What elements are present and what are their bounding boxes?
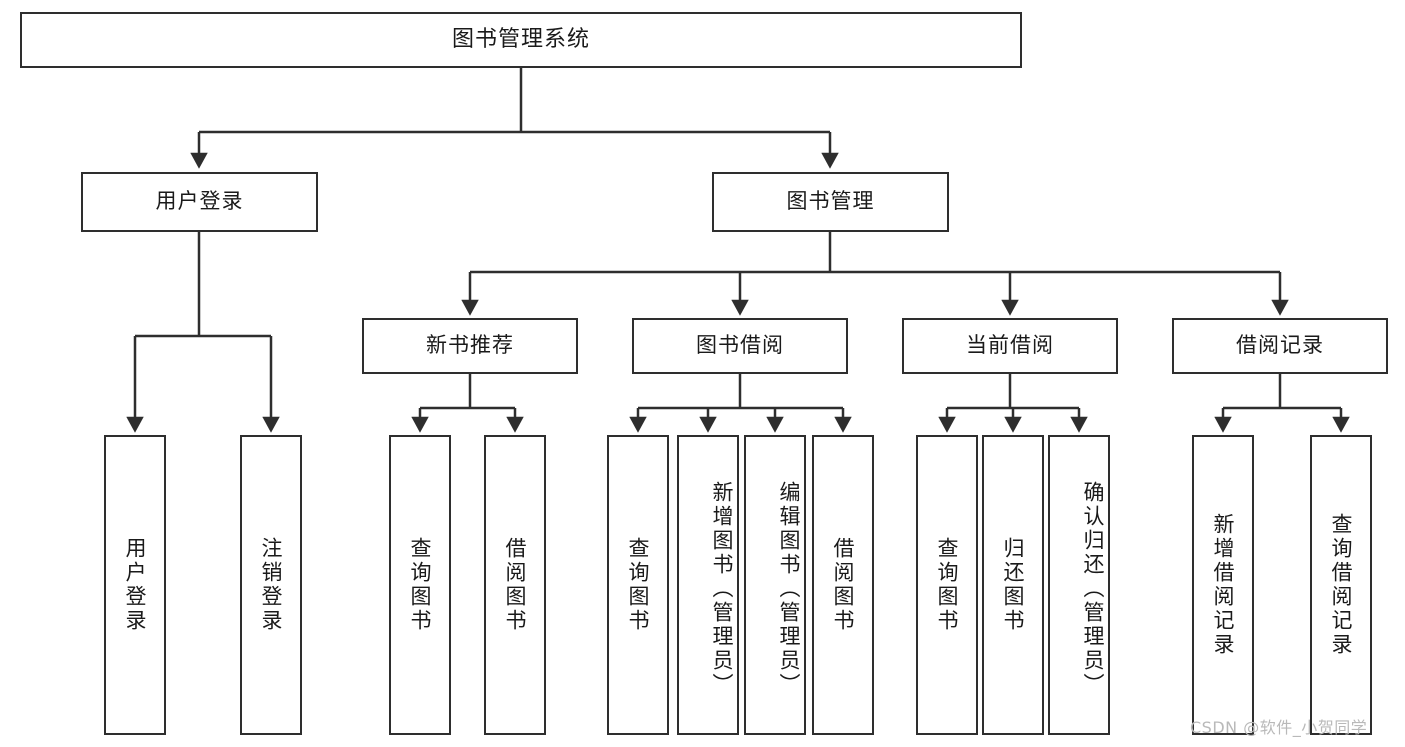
leaf-query-borrow-record[interactable]: 查询借阅记录	[1310, 435, 1372, 735]
leaf-query-book-borrow[interactable]: 查询图书	[607, 435, 669, 735]
node-new-book-recommend[interactable]: 新书推荐	[362, 318, 578, 374]
leaf-query-book-current[interactable]: 查询图书	[916, 435, 978, 735]
node-user-login-group[interactable]: 用户登录	[81, 172, 318, 232]
leaf-user-login[interactable]: 用户登录	[104, 435, 166, 735]
node-borrow-record[interactable]: 借阅记录	[1172, 318, 1388, 374]
node-book-borrow[interactable]: 图书借阅	[632, 318, 848, 374]
leaf-borrow-book-recommend[interactable]: 借阅图书	[484, 435, 546, 735]
leaf-edit-book-admin[interactable]: 编辑图书（管理员）	[744, 435, 806, 735]
leaf-add-borrow-record[interactable]: 新增借阅记录	[1192, 435, 1254, 735]
csdn-watermark: CSDN @软件_小贺同学	[1190, 718, 1368, 737]
leaf-add-book-admin[interactable]: 新增图书（管理员）	[677, 435, 739, 735]
node-book-manage-group[interactable]: 图书管理	[712, 172, 949, 232]
leaf-logout[interactable]: 注销登录	[240, 435, 302, 735]
leaf-borrow-book-borrow[interactable]: 借阅图书	[812, 435, 874, 735]
leaf-return-book[interactable]: 归还图书	[982, 435, 1044, 735]
leaf-query-book-recommend[interactable]: 查询图书	[389, 435, 451, 735]
node-root-system[interactable]: 图书管理系统	[20, 12, 1022, 68]
node-current-borrow[interactable]: 当前借阅	[902, 318, 1118, 374]
leaf-confirm-return-admin[interactable]: 确认归还（管理员）	[1048, 435, 1110, 735]
